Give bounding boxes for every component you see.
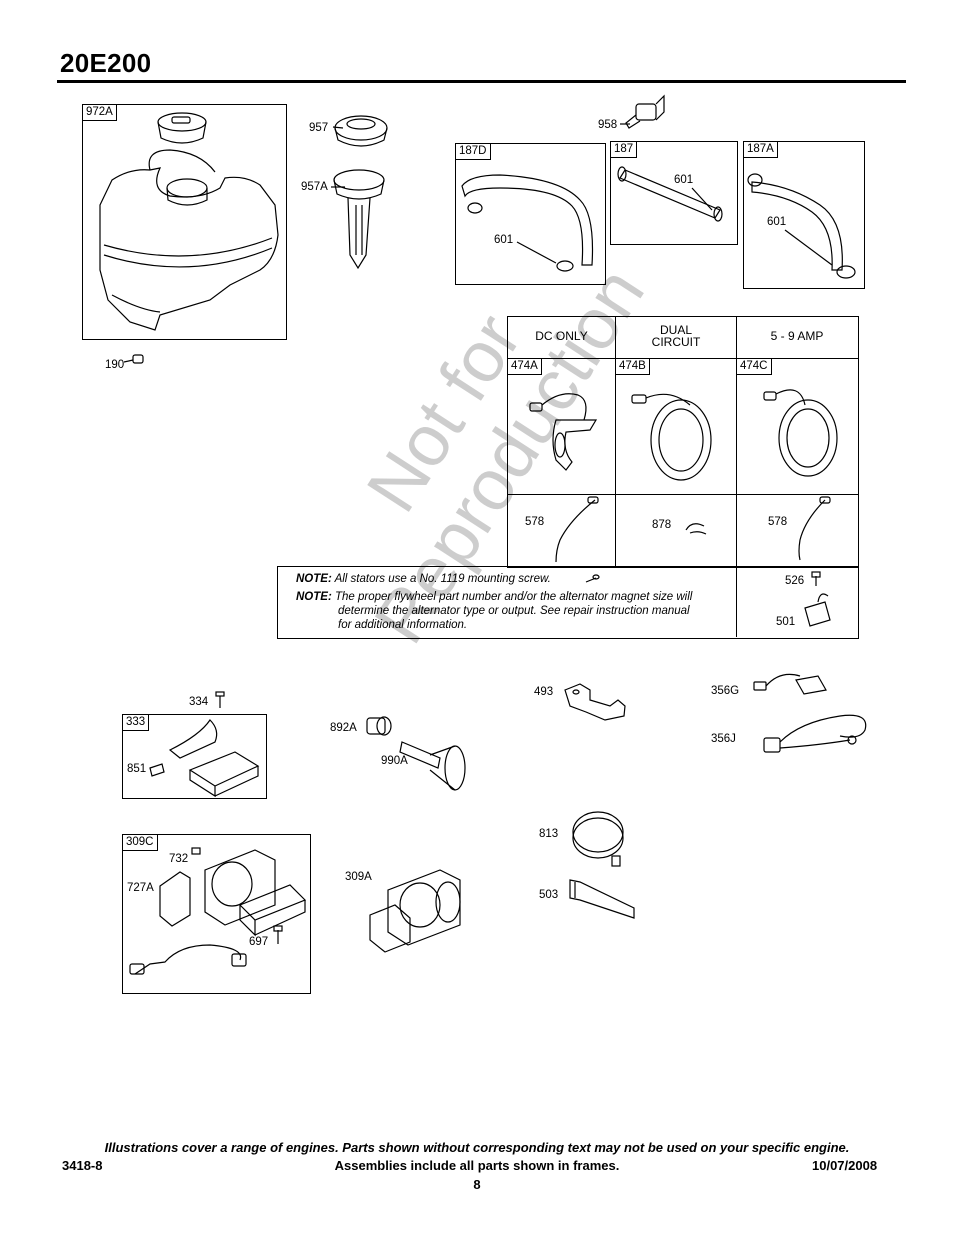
fuel-cap-illustration bbox=[332, 115, 388, 147]
part-label-526: 526 bbox=[785, 575, 805, 587]
stator-474a-illustration bbox=[529, 393, 598, 471]
part-label-727a: 727A bbox=[127, 882, 154, 894]
page-number: 8 bbox=[473, 1177, 481, 1192]
harness-356g-illustration bbox=[753, 673, 827, 695]
regulator-501-illustration bbox=[804, 571, 831, 627]
starter-309c-illustration bbox=[129, 847, 307, 975]
notes-box bbox=[277, 566, 859, 639]
fuel-cap-gauge-illustration bbox=[331, 169, 385, 270]
stator-474c-illustration bbox=[763, 389, 838, 477]
part-label-878: 878 bbox=[652, 519, 672, 531]
part-tag-333: 333 bbox=[123, 715, 150, 731]
stator-474b-illustration bbox=[631, 393, 712, 481]
part-tag-474b: 474B bbox=[616, 359, 650, 375]
fuel-line-187d-illustration bbox=[461, 174, 594, 272]
bracket-493-illustration bbox=[564, 683, 626, 721]
part-label-309a: 309A bbox=[345, 871, 372, 883]
screw-190-illustration bbox=[123, 354, 144, 364]
fuel-tank-illustration bbox=[99, 112, 279, 331]
note-2-text-line-2: determine the alternator type or output.… bbox=[338, 605, 690, 617]
plate-503-illustration bbox=[569, 879, 635, 919]
part-tag-474c: 474C bbox=[737, 359, 772, 375]
fuel-line-187-illustration bbox=[617, 166, 723, 222]
part-label-957a: 957A bbox=[301, 181, 328, 193]
frame-fuel-line-187a: 187A bbox=[743, 141, 865, 289]
frame-fuel-line-187d: 187D bbox=[455, 143, 606, 285]
note-2-text: The proper flywheel part number and/or t… bbox=[334, 591, 693, 603]
table-divider bbox=[615, 316, 616, 567]
part-tag-187a: 187A bbox=[744, 142, 778, 158]
frame-starter-309c: 309C bbox=[122, 834, 311, 994]
part-label-356j: 356J bbox=[711, 733, 736, 745]
part-label-892a: 892A bbox=[330, 722, 357, 734]
title-rule bbox=[57, 80, 906, 83]
part-label-732: 732 bbox=[169, 853, 189, 865]
screw-1119-illustration bbox=[585, 574, 600, 583]
note-label: NOTE: bbox=[296, 573, 332, 585]
screw-334-illustration bbox=[215, 691, 225, 708]
fuel-line-187a-illustration bbox=[747, 173, 856, 279]
part-tag-309c: 309C bbox=[123, 835, 158, 851]
table-header-amp: 5 - 9 AMP bbox=[770, 329, 824, 343]
frame-ignition-333: 333 bbox=[122, 714, 267, 799]
part-label-356g: 356G bbox=[711, 685, 740, 697]
footer-assemblies: Assemblies include all parts shown in fr… bbox=[334, 1158, 620, 1173]
wire-878-illustration bbox=[685, 523, 707, 535]
notes: NOTE: All stators use a No. 1119 mountin… bbox=[296, 572, 736, 632]
part-tag-972a: 972A bbox=[83, 105, 117, 121]
horn-990a-illustration bbox=[399, 741, 466, 791]
note-1-text: All stators use a No. 1119 mounting scre… bbox=[334, 573, 551, 585]
footer-date: 10/07/2008 bbox=[812, 1158, 878, 1173]
wire-578-illustration bbox=[798, 496, 831, 561]
page-title: 20E200 bbox=[60, 48, 152, 78]
part-label-957: 957 bbox=[309, 122, 329, 134]
frame-fuel-tank: 972A bbox=[82, 104, 287, 340]
stator-table bbox=[507, 316, 859, 568]
ignition-armature-illustration bbox=[149, 719, 260, 798]
part-label-958: 958 bbox=[598, 119, 618, 131]
part-label-190: 190 bbox=[105, 359, 125, 371]
part-label-501: 501 bbox=[776, 616, 796, 628]
table-header-dc-only: DC ONLY bbox=[535, 329, 588, 343]
part-label-601: 601 bbox=[674, 174, 694, 186]
part-label-813: 813 bbox=[539, 828, 559, 840]
table-header-dual: DUAL bbox=[659, 323, 692, 337]
note-2-text-line-3: for additional information. bbox=[338, 619, 468, 631]
footer-doc-number: 3418-8 bbox=[62, 1158, 103, 1173]
fuel-valve-illustration bbox=[620, 94, 665, 129]
part-label-601: 601 bbox=[767, 216, 787, 228]
footer-disclaimer: Illustrations cover a range of engines. … bbox=[104, 1140, 850, 1155]
part-label-334: 334 bbox=[189, 696, 209, 708]
part-label-578: 578 bbox=[768, 516, 788, 528]
part-tag-187: 187 bbox=[611, 142, 638, 158]
part-label-578: 578 bbox=[525, 516, 545, 528]
part-label-697: 697 bbox=[249, 936, 269, 948]
wire-578-illustration bbox=[555, 496, 599, 563]
note-label: NOTE: bbox=[296, 591, 332, 603]
table-header-dual-circuit: DUAL CIRCUIT bbox=[616, 324, 736, 348]
note-1: NOTE: All stators use a No. 1119 mountin… bbox=[296, 572, 736, 586]
starter-309a-illustration bbox=[369, 869, 461, 953]
part-label-493: 493 bbox=[534, 686, 554, 698]
part-label-503: 503 bbox=[539, 889, 559, 901]
harness-356j-illustration bbox=[763, 714, 867, 753]
part-tag-474a: 474A bbox=[508, 359, 542, 375]
part-label-851: 851 bbox=[127, 763, 147, 775]
table-divider bbox=[507, 358, 858, 359]
frame-fuel-line-187: 187 bbox=[610, 141, 738, 245]
clamp-813-illustration bbox=[572, 811, 624, 867]
button-892a-illustration bbox=[366, 716, 392, 736]
table-header-circuit: CIRCUIT bbox=[651, 335, 701, 349]
part-label-601: 601 bbox=[494, 234, 514, 246]
part-tag-187d: 187D bbox=[456, 144, 491, 160]
table-divider bbox=[736, 316, 737, 637]
note-2: NOTE: The proper flywheel part number an… bbox=[296, 590, 736, 604]
table-divider bbox=[507, 494, 858, 495]
part-label-990a: 990A bbox=[381, 755, 408, 767]
